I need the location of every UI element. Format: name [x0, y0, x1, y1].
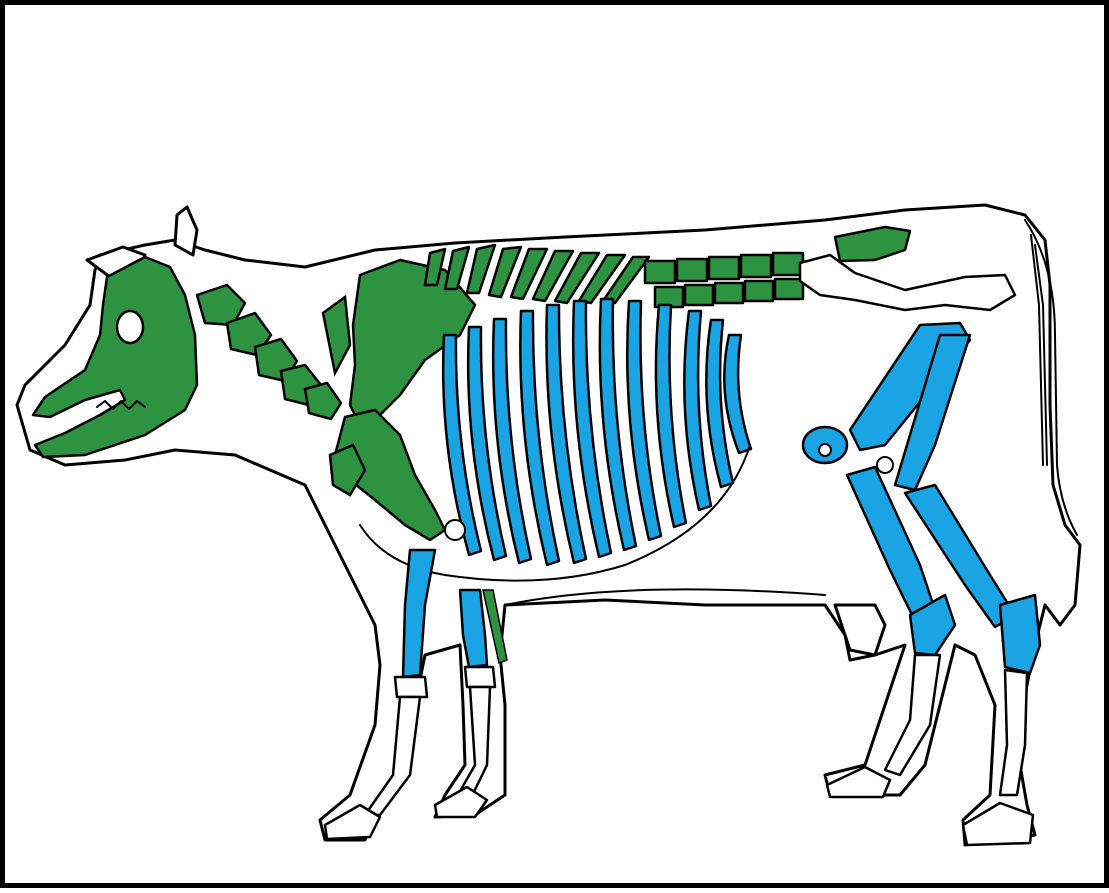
horn-outline — [175, 207, 197, 255]
eye-socket — [117, 311, 143, 343]
cow-skeleton-diagram — [5, 5, 1109, 893]
lumbar-vertebrae — [645, 253, 803, 307]
udder-outline — [835, 605, 885, 655]
